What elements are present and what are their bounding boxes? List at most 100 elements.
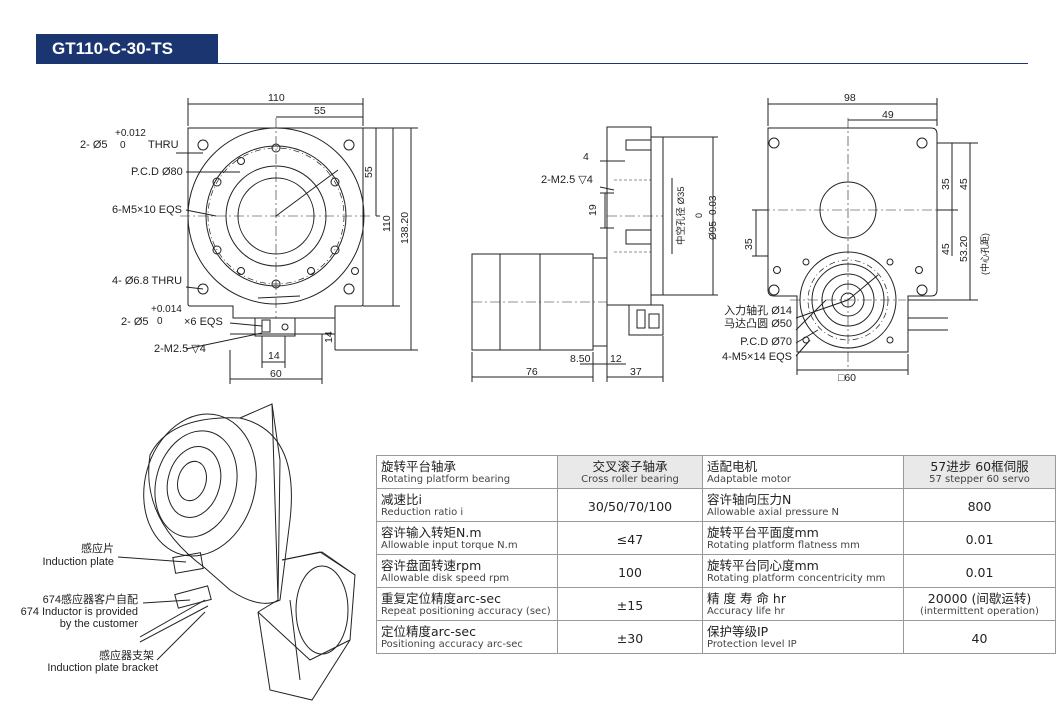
callout-m2-5-front: 2-M2.5 ▽4 xyxy=(154,343,206,355)
dim-76: 76 xyxy=(526,366,538,378)
spec-key-cn: 保护等级IP xyxy=(707,623,769,639)
spec-key-en: Allowable axial pressure N xyxy=(707,506,840,518)
spec-key-en: Accuracy life hr xyxy=(707,605,785,617)
dim-55-side: 55 xyxy=(363,166,375,178)
spec-key-en: Allowable disk speed rpm xyxy=(381,572,510,584)
callout-hole-thru-suffix: THRU xyxy=(148,139,179,151)
isometric-view xyxy=(117,403,356,701)
spec-val: ≤47 xyxy=(616,531,644,547)
callout-hole5b: 2- Ø5 xyxy=(121,316,149,328)
spec-key-cn: 精 度 寿 命 hr xyxy=(707,590,786,606)
dim-phi95-zero: 0 xyxy=(694,213,704,218)
product-title: GT110-C-30-TS xyxy=(36,34,218,64)
spec-key-cn: 容许盘面转速rpm xyxy=(381,557,482,573)
dim-14-bottom: 14 xyxy=(268,350,280,362)
side-view xyxy=(471,126,718,382)
dim-sq60: □60 xyxy=(838,372,856,384)
iso-bracket-en: Induction plate bracket xyxy=(47,662,158,674)
dim-4: 4 xyxy=(583,151,589,163)
spec-val: 800 xyxy=(967,498,992,514)
iso-inductor-en2: by the customer xyxy=(59,618,138,630)
spec-key-en: Protection level IP xyxy=(707,638,797,650)
dim-phi95: Ø95 -0.03 xyxy=(708,195,719,240)
spec-val: 30/50/70/100 xyxy=(587,498,673,514)
spec-val-en: 57 stepper 60 servo xyxy=(929,473,1030,485)
spec-key-en: Rotating platform flatness mm xyxy=(707,539,860,551)
iso-bracket-cn: 感应器支架 xyxy=(99,650,154,662)
callout-m2-5-side: 2-M2.5 ▽4 xyxy=(541,174,593,186)
spec-val-cn: 交叉滚子轴承 xyxy=(592,458,668,474)
dim-center-hole: (中心孔距) xyxy=(979,233,990,275)
callout-hole-6-8: 4- Ø6.8 THRU xyxy=(112,275,183,287)
spec-val-en: Cross roller bearing xyxy=(581,473,679,485)
dim-19: 19 xyxy=(587,204,599,216)
iso-plate-cn: 感应片 xyxy=(81,543,114,555)
spec-val: 0.01 xyxy=(965,531,994,547)
iso-inductor-en1: 674 Inductor is provided xyxy=(20,606,138,618)
spec-val-cn: 20000 (间歇运转) xyxy=(927,590,1032,606)
right-view xyxy=(752,98,978,375)
spec-key-cn: 旋转平台平面度mm xyxy=(707,524,819,540)
dim-98: 98 xyxy=(844,92,856,104)
spec-val: 40 xyxy=(971,630,988,646)
spec-key-en: Allowable input torque N.m xyxy=(381,539,518,551)
callout-hole-thru-tol-top: +0.012 xyxy=(115,128,146,139)
dim-55-top: 55 xyxy=(314,105,326,117)
dim-53-20: 53.20 xyxy=(958,236,970,262)
callout-motor-boss: 马达凸圆 Ø50 xyxy=(724,318,792,330)
dim-60-bottom: 60 xyxy=(270,368,282,380)
iso-plate-en: Induction plate xyxy=(42,556,114,568)
spec-key-cn: 减速比i xyxy=(381,491,422,507)
spec-key-cn: 定位精度arc-sec xyxy=(381,623,476,639)
dim-138: 138.20 xyxy=(399,212,411,244)
dim-35-right: 35 xyxy=(940,178,952,190)
spec-val-cn: 57进步 60框伺服 xyxy=(930,458,1029,474)
spec-key-en: Repeat positioning accuracy (sec) xyxy=(381,605,551,617)
dim-45-lower: 45 xyxy=(940,243,952,255)
dim-12: 12 xyxy=(610,353,622,365)
spec-key-cn: 适配电机 xyxy=(707,458,758,474)
spec-val: 100 xyxy=(618,564,642,580)
spec-key-cn: 容许输入转矩N.m xyxy=(381,524,482,540)
spec-val: ±15 xyxy=(616,597,644,613)
dim-45-right: 45 xyxy=(958,178,970,190)
dim-35-left: 35 xyxy=(743,238,755,250)
dim-49: 49 xyxy=(882,109,894,121)
spec-key-cn: 旋转平台同心度mm xyxy=(707,557,819,573)
front-view xyxy=(176,98,418,384)
dim-37: 37 xyxy=(630,366,642,378)
callout-input-hole: 入力轴孔 Ø14 xyxy=(724,305,792,317)
callout-hole-thru: 2- Ø5 xyxy=(80,139,108,151)
callout-hole5b-suffix: ×6 EQS xyxy=(184,316,223,328)
spec-val: ±30 xyxy=(616,630,644,646)
dim-110-top: 110 xyxy=(268,92,285,104)
spec-val: 0.01 xyxy=(965,564,994,580)
spec-key-cn: 旋转平台轴承 xyxy=(381,458,457,474)
spec-key-en: Positioning accuracy arc-sec xyxy=(381,638,523,650)
dim-14-side: 14 xyxy=(323,331,335,343)
spec-key-cn: 容许轴向压力N xyxy=(707,491,792,507)
spec-key-cn: 重复定位精度arc-sec xyxy=(381,590,501,606)
iso-inductor-cn: 674感应器客户自配 xyxy=(42,594,138,606)
callout-hole5b-tol-bot: 0 xyxy=(157,316,163,327)
spec-val-en: (intermittent operation) xyxy=(920,605,1039,617)
spec-key-en: Reduction ratio i xyxy=(381,506,464,518)
title-underline xyxy=(36,63,1028,64)
callout-hole5b-tol-top: +0.014 xyxy=(151,304,182,315)
dim-110-side: 110 xyxy=(381,215,393,232)
callout-pcd70: P.C.D Ø70 xyxy=(740,336,792,348)
callout-m5-eqs: 6-M5×10 EQS xyxy=(112,204,183,216)
callout-m5-14: 4-M5×14 EQS xyxy=(721,351,792,363)
callout-pcd80: P.C.D Ø80 xyxy=(131,166,183,178)
callout-hole-thru-tol-bot: 0 xyxy=(120,140,126,151)
spec-key-en: Adaptable motor xyxy=(707,473,792,485)
spec-key-en: Rotating platform concentricity mm xyxy=(707,572,886,584)
dim-phi35: 中空孔径 Ø35 xyxy=(675,186,687,245)
